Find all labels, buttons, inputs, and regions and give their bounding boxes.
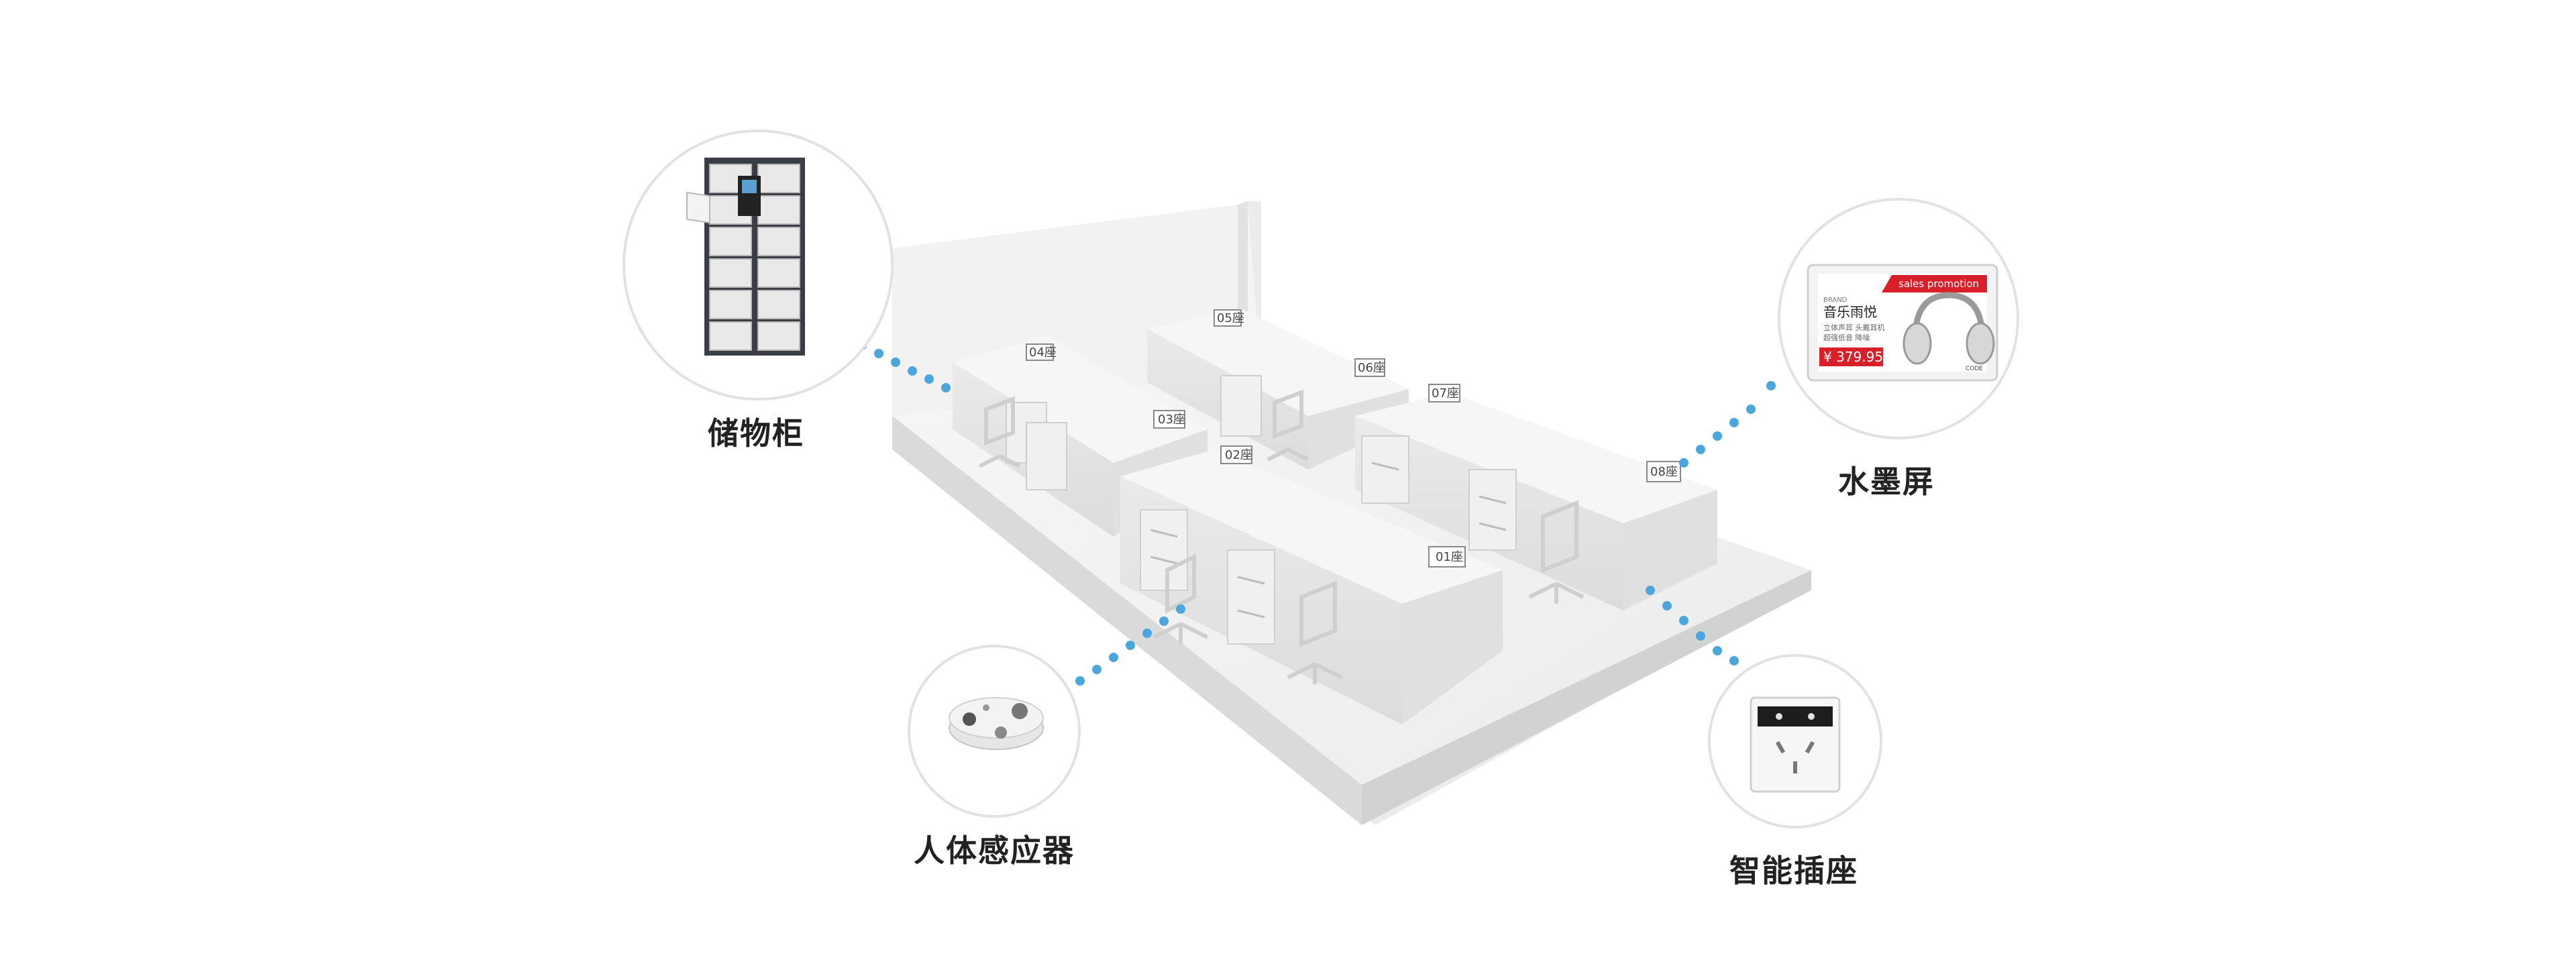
headphones-icon: [1902, 292, 1995, 365]
eink-feature: sales promotion BRAND 音乐雨悦 立体声耳 头戴耳机 超强低…: [1778, 198, 2019, 439]
eink-banner: sales promotion: [1898, 278, 1979, 290]
eink-footer: CODE: [1966, 366, 1983, 372]
eink-desc1: 立体声耳 头戴耳机: [1823, 323, 1885, 332]
socket-label: 智能插座: [1729, 853, 1858, 889]
desk-tag-05: 05座: [1214, 309, 1244, 327]
desk-tag-05-text: 05座: [1217, 311, 1244, 325]
eink-price: ¥ 379.95: [1823, 349, 1883, 365]
desk-tag-08: 08座: [1646, 461, 1681, 482]
eink-label: 水墨屏: [1838, 464, 1935, 500]
desk-tag-01-text: 01座: [1436, 550, 1463, 564]
desk-tag-08-text: 08座: [1650, 465, 1678, 479]
eink-display: sales promotion BRAND 音乐雨悦 立体声耳 头戴耳机 超强低…: [1807, 264, 1998, 382]
eink-brand: BRAND: [1823, 297, 1847, 304]
desk-tag-03-text: 03座: [1158, 413, 1185, 427]
locker-icon: [686, 158, 805, 356]
desk-tag-04: 04座: [1026, 343, 1057, 361]
desk-tag-02-text: 02座: [1225, 448, 1252, 462]
sensor-feature: [908, 645, 1081, 818]
connector-locker: [857, 341, 951, 392]
connector-sensor: [1075, 604, 1185, 686]
smart-socket-icon: [1750, 696, 1841, 793]
desk-row: 01座 02座 03座 04座 05座 06座 07座 08座: [953, 309, 1717, 724]
desk-tag-04-text: 04座: [1029, 345, 1057, 360]
locker-feature: [623, 129, 894, 400]
eink-product: 音乐雨悦: [1823, 304, 1877, 320]
locker-label: 储物柜: [708, 415, 804, 451]
socket-feature: [1708, 654, 1882, 828]
desk-tag-07-text: 07座: [1432, 386, 1459, 400]
connector-eink: [1679, 381, 1776, 468]
desk-tag-06-text: 06座: [1358, 361, 1385, 375]
desk-tag-01: 01座: [1428, 546, 1466, 568]
connector-socket: [1646, 586, 1739, 665]
sensor-label: 人体感应器: [914, 833, 1075, 869]
desk-tag-06: 06座: [1354, 358, 1385, 377]
eink-desc2: 超强低音 降噪: [1823, 333, 1870, 342]
desk-tag-02: 02座: [1220, 445, 1252, 464]
motion-sensor-icon: [949, 697, 1044, 750]
desk-tag-07: 07座: [1428, 384, 1460, 402]
desk-tag-03: 03座: [1153, 410, 1185, 429]
